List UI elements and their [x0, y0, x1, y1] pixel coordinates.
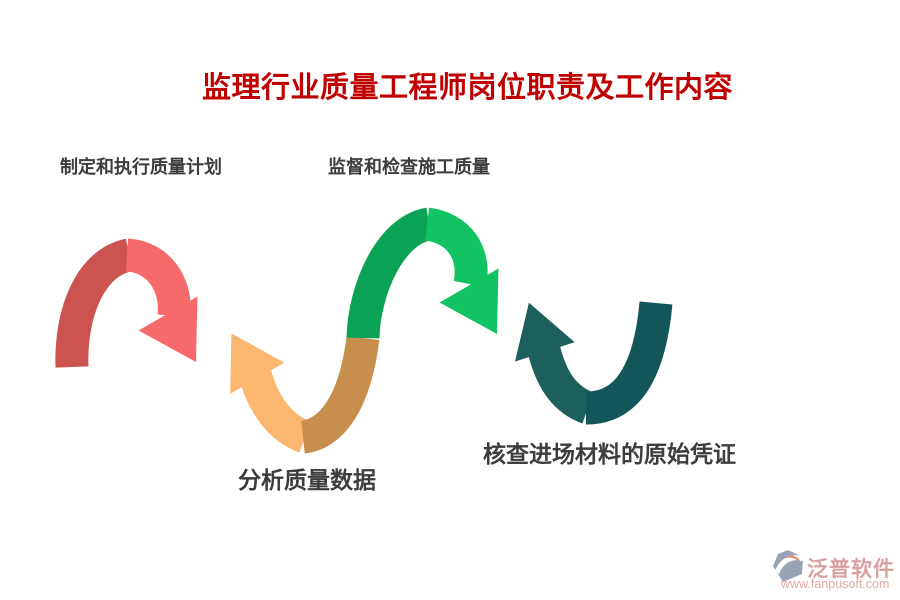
red-down-arrowhead-icon	[138, 296, 198, 362]
green-arch-arrow	[346, 207, 499, 339]
orange-valley-light-segment	[239, 369, 312, 453]
red-arch-dark-segment	[55, 238, 134, 368]
watermark-brand: 泛普软件	[807, 558, 895, 581]
teal-valley-front-segment	[527, 345, 595, 424]
fanpu-logo-swoosh	[774, 555, 804, 574]
step-label-4: 核查进场材料的原始凭证	[483, 441, 736, 467]
green-arch-dark-segment	[346, 207, 434, 339]
orange-valley-arrow	[226, 328, 380, 454]
step-label-3: 分析质量数据	[238, 467, 376, 493]
fanpu-logo-icon	[773, 550, 804, 582]
red-arch-bright-segment	[124, 238, 191, 318]
watermark-url: www.fanpusoft.com	[781, 577, 890, 591]
page-title: 监理行业质量工程师岗位职责及工作内容	[202, 72, 734, 104]
orange-valley-dark-segment	[299, 335, 380, 454]
green-down-arrowhead-icon	[439, 268, 499, 334]
green-arch-bright-segment	[423, 207, 488, 288]
teal-valley-back-segment	[585, 301, 673, 425]
step-label-1: 制定和执行质量计划	[60, 157, 222, 177]
step-label-2: 监督和检查施工质量	[328, 157, 490, 177]
fanpu-logo-accent	[785, 555, 801, 563]
red-arch-arrow	[55, 238, 198, 368]
teal-valley-arrow	[510, 297, 673, 425]
